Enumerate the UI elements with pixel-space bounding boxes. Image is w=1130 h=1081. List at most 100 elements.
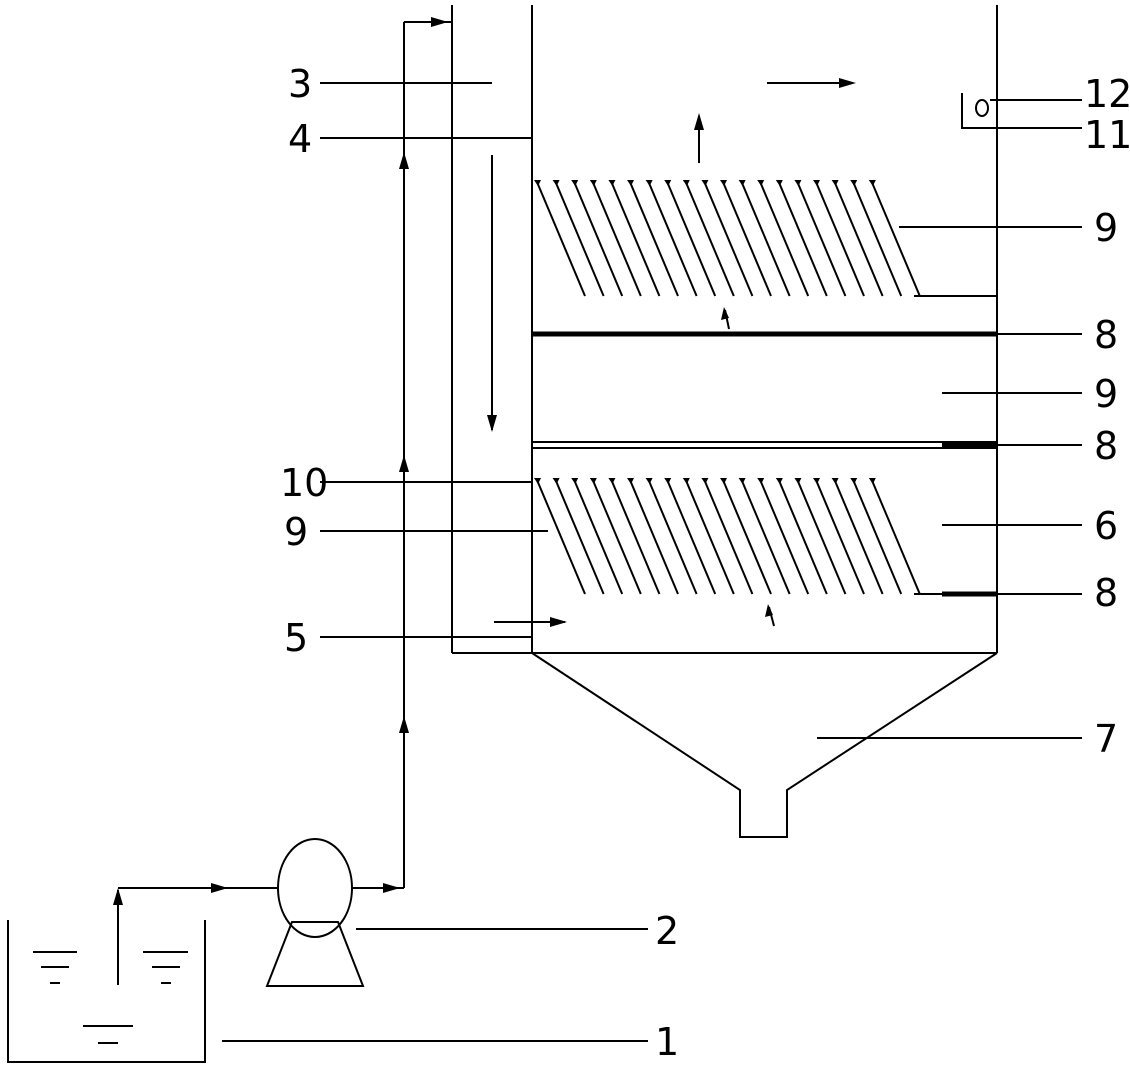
source-tank xyxy=(7,920,206,1063)
plate-tip xyxy=(831,478,839,484)
inclined-plate xyxy=(815,181,865,297)
plate-tip xyxy=(738,180,746,186)
label-5: 5 xyxy=(284,616,308,660)
inclined-plate xyxy=(684,479,735,595)
inclined-plate xyxy=(722,181,772,297)
inclined-plate xyxy=(647,181,698,297)
inclined-plate xyxy=(647,479,698,595)
inclined-plate xyxy=(666,479,717,595)
label-8-middle: 8 xyxy=(1094,424,1118,468)
inclined-plate xyxy=(870,479,921,595)
plate-tip xyxy=(850,478,858,484)
plate-tip xyxy=(552,180,560,186)
label-2: 2 xyxy=(655,909,679,953)
plate-tip xyxy=(627,478,634,484)
inclined-plate xyxy=(796,479,847,595)
plate-tip xyxy=(701,478,709,484)
plate-tip xyxy=(682,478,690,484)
settling-vessel xyxy=(451,5,998,838)
inclined-plate xyxy=(684,181,735,297)
plate-tip xyxy=(534,478,541,484)
outlet-weir xyxy=(961,93,997,129)
inclined-plate xyxy=(591,479,642,595)
inclined-plate xyxy=(666,181,717,297)
plate-tip xyxy=(608,180,616,186)
label-3: 3 xyxy=(288,62,312,106)
plate-tip xyxy=(720,180,727,186)
inclined-plates-lower xyxy=(534,478,921,595)
inclined-plate xyxy=(610,181,661,297)
plate-tip xyxy=(868,478,876,484)
label-10: 10 xyxy=(280,461,328,505)
plate-tip xyxy=(682,180,690,186)
inclined-plate xyxy=(759,479,810,595)
plate-tip xyxy=(552,478,560,484)
label-4: 4 xyxy=(288,117,312,161)
label-12: 12 xyxy=(1084,72,1130,116)
inclined-plate xyxy=(536,479,586,595)
label-7: 7 xyxy=(1094,717,1118,761)
inclined-plate xyxy=(759,181,810,297)
label-9-lower: 9 xyxy=(284,510,308,554)
inclined-plate xyxy=(833,479,884,595)
inclined-plate xyxy=(554,479,605,595)
plate-tip xyxy=(794,478,802,484)
plate-tip xyxy=(757,478,765,484)
inclined-plate xyxy=(833,181,884,297)
inclined-plate xyxy=(777,479,828,595)
plate-tip xyxy=(775,180,783,186)
inclined-plate xyxy=(573,181,624,297)
plate-tip xyxy=(571,478,579,484)
pump xyxy=(265,838,365,987)
leader-lines xyxy=(222,82,1082,1042)
inclined-plate xyxy=(610,479,661,595)
plate-tip xyxy=(813,180,820,186)
plate-tip xyxy=(831,180,839,186)
inclined-plate xyxy=(796,181,847,297)
label-1: 1 xyxy=(655,1020,679,1064)
inclined-plate xyxy=(815,479,865,595)
inclined-plate xyxy=(777,181,828,297)
inclined-plate xyxy=(703,181,754,297)
plate-tip xyxy=(868,180,876,186)
plate-tip xyxy=(645,180,653,186)
plate-tip xyxy=(571,180,579,186)
inclined-plate xyxy=(629,479,679,595)
label-8-upper: 8 xyxy=(1094,313,1118,357)
inclined-plate xyxy=(722,479,772,595)
label-8-lower: 8 xyxy=(1094,571,1118,615)
labels: 1 2 3 4 5 6 7 8 8 8 9 9 9 10 11 12 xyxy=(280,62,1130,1064)
inclined-plate xyxy=(573,479,624,595)
plate-tip xyxy=(534,180,541,186)
plate-tip xyxy=(757,180,765,186)
label-9-middle: 9 xyxy=(1094,372,1118,416)
inclined-plate xyxy=(629,181,679,297)
inclined-plate xyxy=(740,479,791,595)
plate-tip xyxy=(775,478,783,484)
plate-tip xyxy=(627,180,634,186)
inclined-plate xyxy=(852,479,903,595)
plate-tip xyxy=(589,478,597,484)
inclined-plate xyxy=(536,181,586,297)
plate-tip xyxy=(608,478,616,484)
inclined-plate xyxy=(703,479,754,595)
inclined-plates-upper xyxy=(534,180,921,297)
plate-tip xyxy=(794,180,802,186)
inclined-plate xyxy=(591,181,642,297)
inclined-plate xyxy=(554,181,605,297)
label-6: 6 xyxy=(1094,504,1118,548)
plate-tip xyxy=(701,180,709,186)
plate-tip xyxy=(738,478,746,484)
plate-tip xyxy=(645,478,653,484)
inclined-plate xyxy=(870,181,921,297)
plate-tip xyxy=(813,478,820,484)
suction-pipe xyxy=(113,883,278,985)
label-9-upper: 9 xyxy=(1094,206,1118,250)
plate-tip xyxy=(589,180,597,186)
inclined-plate xyxy=(740,181,791,297)
flow-arrows xyxy=(487,78,856,627)
inclined-plate xyxy=(852,181,903,297)
plate-tip xyxy=(720,478,727,484)
